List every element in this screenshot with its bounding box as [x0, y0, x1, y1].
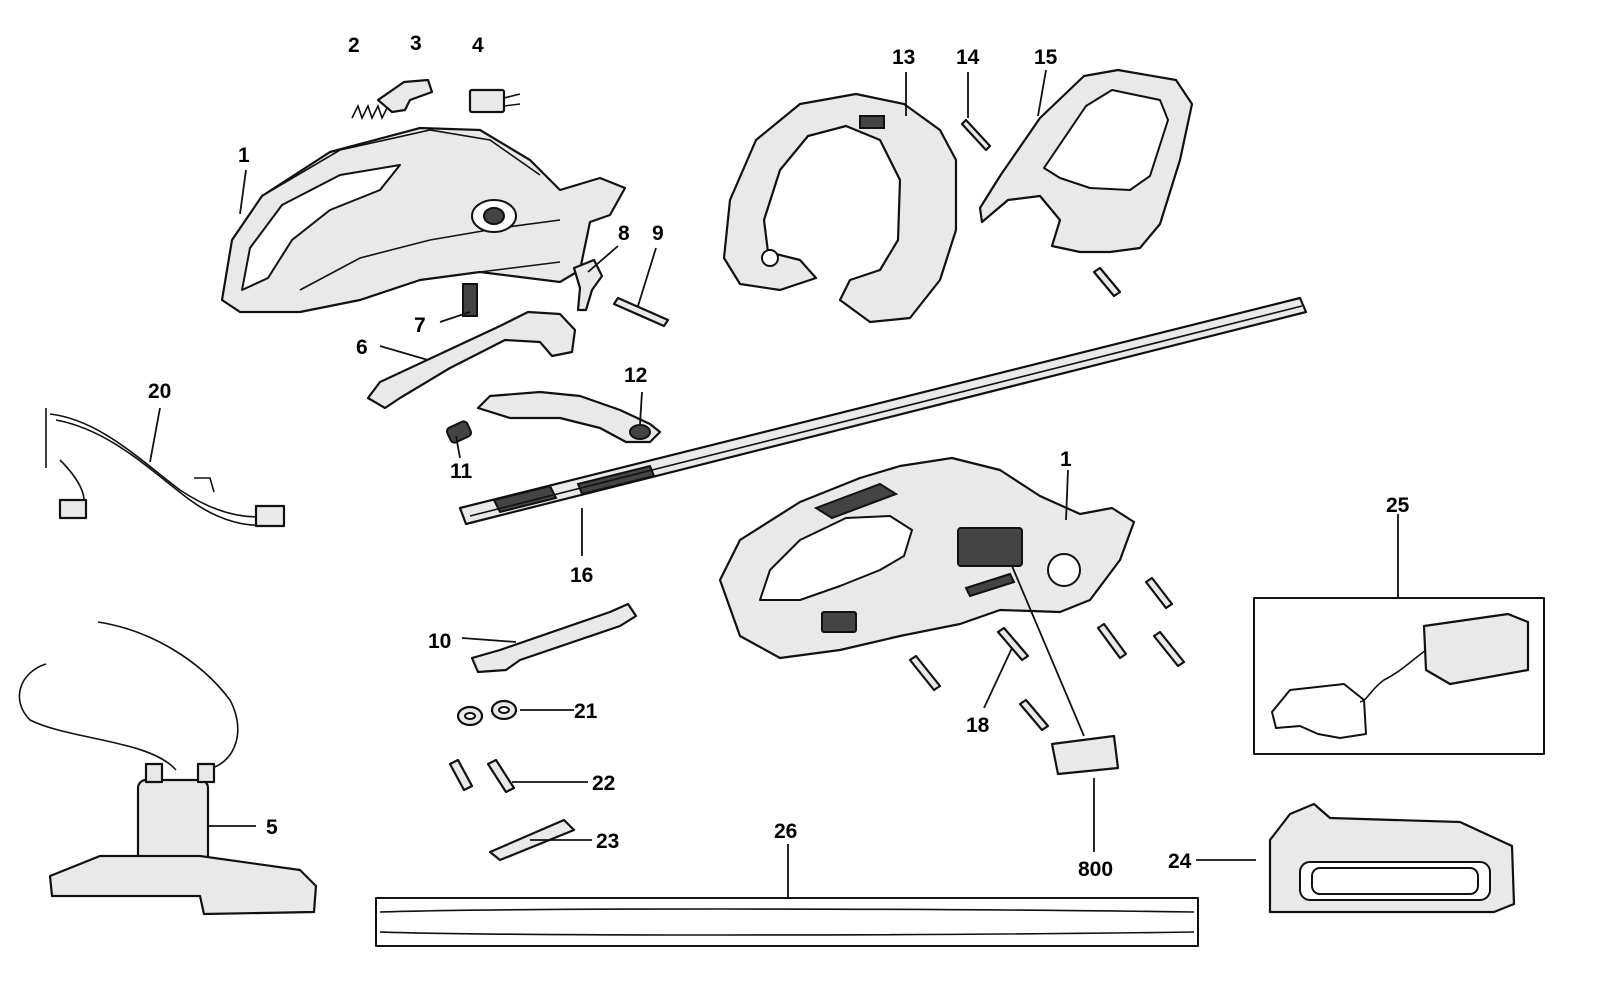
callout-18: 18 [966, 714, 990, 737]
callout-2: 2 [348, 34, 360, 57]
callout-800: 800 [1078, 858, 1113, 881]
part-21-washers[interactable] [456, 699, 518, 727]
callout-24: 24 [1168, 850, 1192, 873]
part-7-spring[interactable] [462, 283, 478, 317]
callout-1-left: 1 [238, 144, 250, 167]
callout-6: 6 [356, 336, 368, 359]
part-3-lock-button[interactable] [376, 78, 434, 114]
callout-26: 26 [774, 820, 797, 843]
callout-11: 11 [450, 460, 473, 483]
part-15-guard[interactable] [978, 68, 1194, 254]
part-12-lever[interactable] [476, 390, 662, 444]
part-9-pin[interactable] [612, 296, 670, 328]
part-4-switch[interactable] [468, 88, 521, 114]
callout-14: 14 [956, 46, 980, 69]
callout-22: 22 [592, 772, 615, 795]
callout-10: 10 [428, 630, 451, 653]
callout-21: 21 [574, 700, 598, 723]
callout-5: 5 [266, 816, 278, 839]
callout-labels: 1 2 3 4 5 6 7 8 9 10 11 12 13 14 15 16 1… [148, 32, 1410, 881]
leader-lines [149, 69, 1399, 898]
part-6-trigger[interactable] [366, 310, 577, 410]
part-1-housing-left[interactable] [220, 126, 627, 314]
part-13-front-handle[interactable] [722, 92, 958, 324]
callout-20: 20 [148, 380, 171, 403]
part-22-bolts[interactable] [448, 758, 516, 794]
callout-1-right: 1 [1060, 448, 1072, 471]
part-11-spring[interactable] [445, 420, 473, 444]
part-1-housing-right[interactable] [718, 456, 1136, 660]
callout-12: 12 [624, 364, 647, 387]
part-18-screws[interactable] [908, 576, 1186, 732]
callout-15: 15 [1034, 46, 1058, 69]
part-5-motor-assembly[interactable] [18, 621, 318, 916]
callout-3: 3 [410, 32, 422, 55]
part-20-wiring-harness[interactable] [45, 408, 286, 528]
callout-7: 7 [414, 314, 426, 337]
part-15-screw[interactable] [1092, 266, 1122, 298]
part-8-lever[interactable] [572, 258, 604, 312]
part-14-screw[interactable] [960, 118, 992, 152]
part-25-charger-box[interactable] [1253, 597, 1545, 755]
part-26-blade-sheath[interactable] [375, 897, 1199, 947]
part-800-label[interactable] [1050, 734, 1120, 776]
part-16-blade[interactable] [458, 296, 1308, 526]
callout-25: 25 [1386, 494, 1410, 517]
callout-13: 13 [892, 46, 915, 69]
callout-9: 9 [652, 222, 664, 245]
callout-16: 16 [570, 564, 593, 587]
callout-4: 4 [472, 34, 484, 57]
part-10-plate[interactable] [470, 602, 638, 674]
callout-23: 23 [596, 830, 619, 853]
callout-8: 8 [618, 222, 630, 245]
part-24-battery[interactable] [1268, 802, 1516, 914]
part-2-spring[interactable] [351, 103, 389, 121]
